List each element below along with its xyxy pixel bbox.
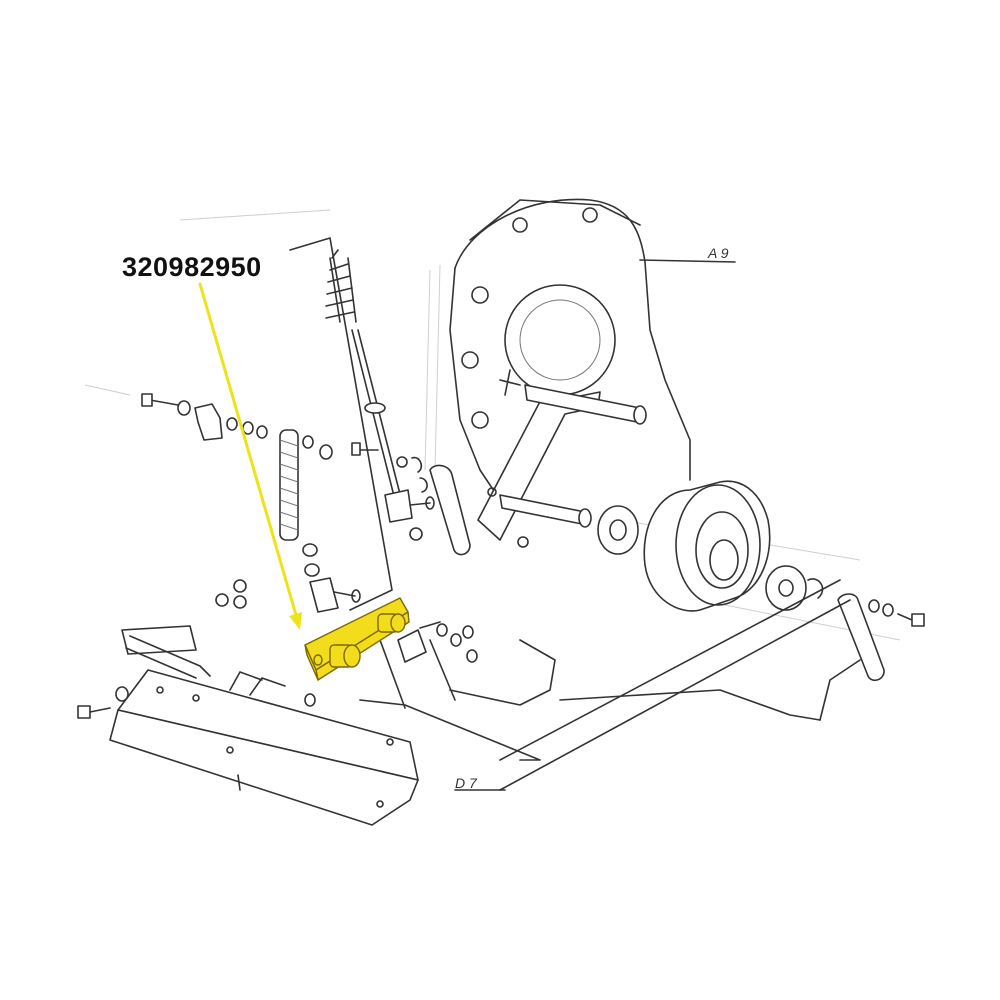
- end-link: [397, 621, 478, 663]
- reference-d7: D 7: [455, 775, 478, 791]
- spring-rod-panel-outline: [289, 237, 393, 611]
- reference-a9: A 9: [707, 245, 729, 261]
- flywheel-housing: [449, 198, 691, 501]
- left-bracket-assembly: [84, 384, 268, 441]
- lever-bracket: [477, 384, 647, 548]
- coil-spring: [279, 429, 299, 541]
- spring-washers: [302, 435, 333, 460]
- pulley-hub: [597, 505, 639, 555]
- base-plate: [109, 669, 419, 826]
- lever-link: [429, 464, 471, 556]
- tension-pivot-block: [302, 543, 361, 613]
- callout-leader-line: [198, 282, 300, 624]
- part-number-label: 320982950: [122, 252, 262, 282]
- base-bolt: [77, 686, 316, 719]
- right-link-arm: [837, 593, 885, 682]
- spring-rod: [325, 249, 435, 523]
- left-washer-stack: [215, 579, 247, 609]
- right-hub: [765, 565, 824, 611]
- callout-arrowhead: [289, 612, 302, 630]
- highlighted-bracket-part[interactable]: [304, 597, 410, 681]
- right-washers: [868, 599, 925, 627]
- rod-fasteners: [396, 456, 428, 541]
- left-pin-block: [121, 625, 211, 679]
- a9-leader-line: [639, 259, 736, 263]
- frame-rails: [359, 579, 861, 791]
- pulley-wheel: [643, 480, 771, 612]
